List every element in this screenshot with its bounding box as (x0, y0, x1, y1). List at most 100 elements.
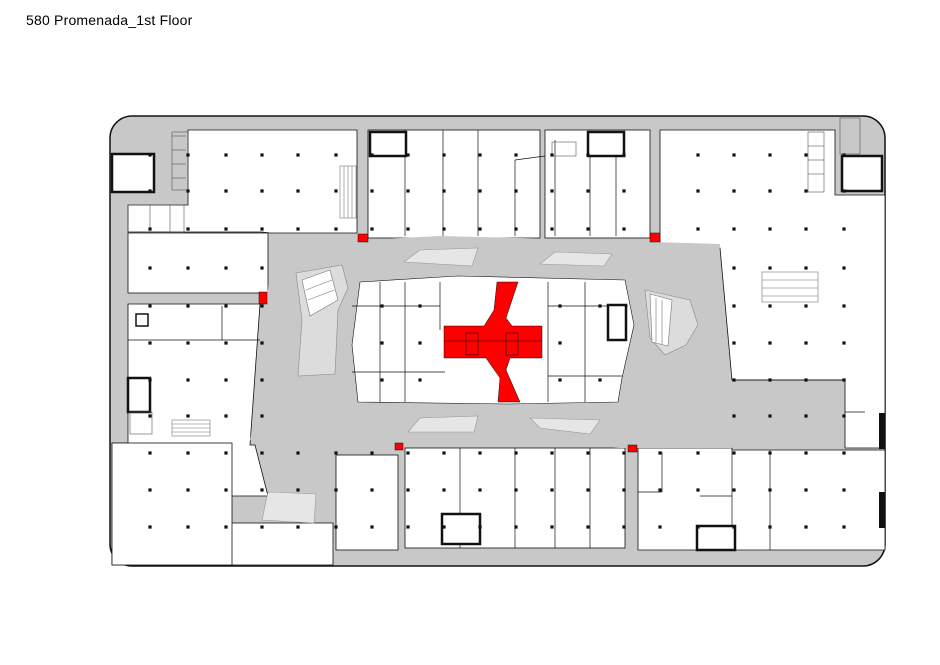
column-dot (442, 227, 446, 231)
column-dot (380, 304, 384, 308)
column-dot (550, 189, 554, 193)
column-dot (442, 488, 446, 492)
column-dot (148, 414, 152, 418)
column-dot (260, 414, 264, 418)
column-dot (296, 189, 300, 193)
column-dot (260, 451, 264, 455)
column-dot (804, 304, 808, 308)
column-dot (370, 451, 374, 455)
stair-cores (110, 130, 884, 552)
column-dot (696, 525, 700, 529)
column-dot (224, 266, 228, 270)
column-dot (558, 341, 562, 345)
column-dot (186, 414, 190, 418)
column-dot (842, 189, 846, 193)
column-dot (558, 378, 562, 382)
entrance-ramp (261, 491, 317, 524)
column-dot (768, 525, 772, 529)
column-dot (334, 153, 338, 157)
column-dot (442, 153, 446, 157)
column-dot (406, 451, 410, 455)
column-dot (370, 227, 374, 231)
escalator-icon (171, 419, 211, 437)
column-dot (260, 153, 264, 157)
column-dot (224, 153, 228, 157)
column-dot (406, 189, 410, 193)
column-dot (224, 451, 228, 455)
column-dot (732, 227, 736, 231)
column-dot (478, 451, 482, 455)
red-marker-5 (627, 444, 638, 453)
column-dot (406, 525, 410, 529)
column-dot (842, 451, 846, 455)
column-dot (186, 189, 190, 193)
stair-hatching (127, 117, 861, 435)
column-dot (622, 488, 626, 492)
skylight-top-left (403, 247, 479, 267)
unit-bottom-mid-b (335, 454, 399, 551)
column-dot (804, 266, 808, 270)
column-dot (442, 525, 446, 529)
column-dot (148, 451, 152, 455)
column-dot (658, 525, 662, 529)
column-dot (768, 341, 772, 345)
column-dot (478, 488, 482, 492)
column-dot (260, 341, 264, 345)
column-dot (370, 488, 374, 492)
column-dot (622, 451, 626, 455)
column-dot (622, 525, 626, 529)
column-dot (768, 451, 772, 455)
column-dot (732, 414, 736, 418)
column-dot (224, 414, 228, 418)
escalator-icon (301, 269, 339, 317)
stairs-icon (126, 376, 152, 414)
column-dot (732, 266, 736, 270)
red-core-shape (443, 281, 543, 403)
column-dot (260, 378, 264, 382)
column-dot (296, 153, 300, 157)
column-dot (148, 266, 152, 270)
red-marker-2 (649, 232, 661, 243)
column-dot (586, 488, 590, 492)
column-dot (586, 153, 590, 157)
column-grid (148, 153, 846, 529)
column-dot (514, 488, 518, 492)
column-dot (296, 525, 300, 529)
column-dot (804, 488, 808, 492)
column-dot (148, 488, 152, 492)
column-dot (478, 227, 482, 231)
column-dot (334, 189, 338, 193)
column-dot (804, 451, 808, 455)
column-dot (260, 304, 264, 308)
column-dot (804, 525, 808, 529)
column-dot (186, 341, 190, 345)
escalator-icon (339, 165, 357, 219)
stairs-icon (440, 512, 482, 546)
column-dot (622, 153, 626, 157)
column-dot (732, 189, 736, 193)
unit-left-strip (127, 232, 269, 294)
column-dot (186, 378, 190, 382)
column-dot (696, 488, 700, 492)
column-dot (260, 189, 264, 193)
column-dot (370, 153, 374, 157)
column-dot (442, 451, 446, 455)
column-dot (260, 488, 264, 492)
column-dot (768, 304, 772, 308)
column-dot (514, 525, 518, 529)
column-dot (296, 488, 300, 492)
column-dot (186, 488, 190, 492)
red-marker-4 (394, 442, 404, 451)
column-dot (804, 153, 808, 157)
column-dot (224, 378, 228, 382)
column-dot (842, 341, 846, 345)
column-dot (558, 304, 562, 308)
column-dot (260, 525, 264, 529)
column-dot (224, 525, 228, 529)
column-dot (418, 341, 422, 345)
column-dot (224, 304, 228, 308)
column-dot (658, 451, 662, 455)
column-dot (768, 189, 772, 193)
column-dot (418, 304, 422, 308)
column-dot (380, 378, 384, 382)
